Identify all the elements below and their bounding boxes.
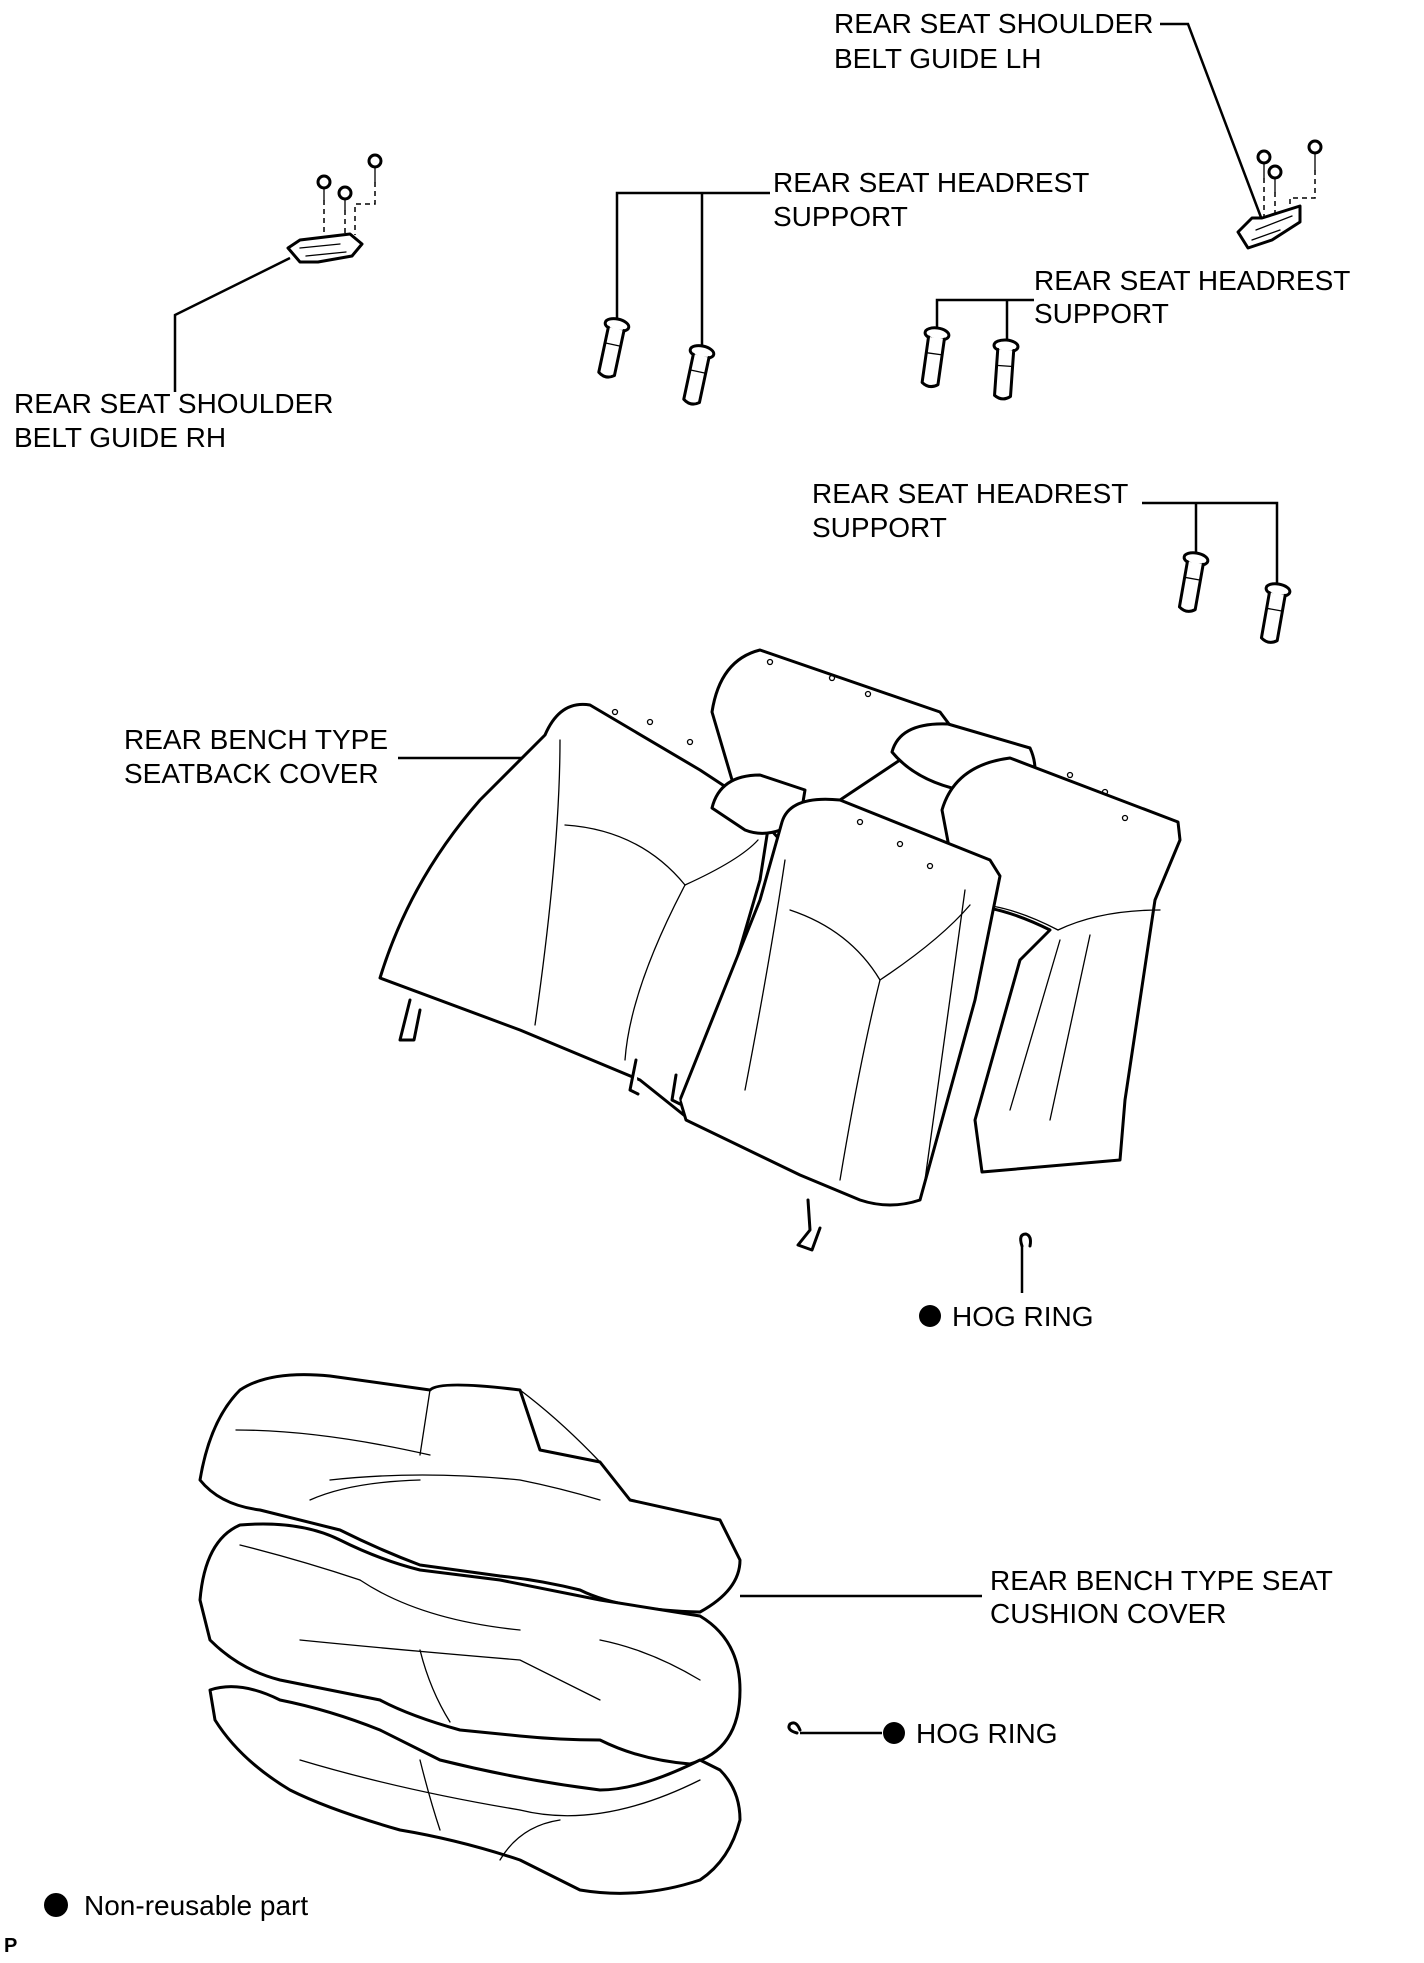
- headrest-support-c-parts: [1177, 551, 1292, 644]
- svg-text:REAR SEAT SHOULDER: REAR SEAT SHOULDER: [834, 8, 1153, 39]
- hog-ring-upper-part: [1019, 1232, 1032, 1248]
- hog-ring-lower-part: [787, 1721, 802, 1735]
- corner-code: P: [4, 1935, 17, 1957]
- leader-headrest-support-c: [1142, 501, 1279, 585]
- non-reusable-icon-upper: [919, 1305, 941, 1327]
- leader-headrest-support-b: [935, 298, 1034, 328]
- non-reusable-legend-icon: [44, 1893, 68, 1917]
- leader-headrest-support-a: [615, 191, 770, 318]
- label-headrest-support-c: REAR SEAT HEADREST SUPPORT: [812, 478, 1128, 543]
- svg-text:SUPPORT: SUPPORT: [812, 512, 947, 543]
- headrest-support-a-parts: [597, 317, 716, 406]
- belt-guide-rh-screws: [316, 153, 383, 240]
- svg-text:REAR SEAT HEADREST: REAR SEAT HEADREST: [773, 167, 1089, 198]
- seat-cushion-cover-part: [198, 1373, 742, 1895]
- leader-belt-guide-lh: [1160, 22, 1264, 221]
- label-headrest-support-b: REAR SEAT HEADREST SUPPORT: [1034, 265, 1350, 329]
- svg-text:REAR BENCH TYPE: REAR BENCH TYPE: [124, 724, 388, 755]
- legend-non-reusable-text: Non-reusable part: [84, 1890, 308, 1921]
- label-headrest-support-a: REAR SEAT HEADREST SUPPORT: [773, 167, 1089, 232]
- legend: Non-reusable part: [44, 1890, 308, 1921]
- non-reusable-icon-lower: [883, 1722, 905, 1744]
- label-belt-guide-rh: REAR SEAT SHOULDER BELT GUIDE RH: [14, 388, 333, 453]
- label-hog-ring-lower: HOG RING: [916, 1718, 1058, 1749]
- svg-text:SUPPORT: SUPPORT: [773, 201, 908, 232]
- belt-guide-lh-part: [1236, 139, 1323, 250]
- svg-text:REAR BENCH TYPE SEAT: REAR BENCH TYPE SEAT: [990, 1565, 1333, 1596]
- svg-text:REAR SEAT HEADREST: REAR SEAT HEADREST: [812, 478, 1128, 509]
- label-cushion-cover: REAR BENCH TYPE SEAT CUSHION COVER: [990, 1565, 1333, 1629]
- svg-text:SUPPORT: SUPPORT: [1034, 298, 1169, 329]
- svg-text:SEATBACK COVER: SEATBACK COVER: [124, 758, 379, 789]
- svg-text:BELT GUIDE LH: BELT GUIDE LH: [834, 43, 1041, 74]
- headrest-support-b-parts: [920, 326, 1020, 401]
- svg-text:REAR SEAT SHOULDER: REAR SEAT SHOULDER: [14, 388, 333, 419]
- leader-belt-guide-rh: [173, 256, 291, 392]
- svg-text:CUSHION COVER: CUSHION COVER: [990, 1598, 1226, 1629]
- svg-text:BELT GUIDE RH: BELT GUIDE RH: [14, 422, 226, 453]
- label-belt-guide-lh: REAR SEAT SHOULDER BELT GUIDE LH: [834, 8, 1153, 74]
- label-hog-ring-upper: HOG RING: [952, 1301, 1094, 1332]
- seatback-cover-part: [378, 648, 1182, 1252]
- label-seatback-cover: REAR BENCH TYPE SEATBACK COVER: [124, 724, 388, 789]
- belt-guide-rh-part: [286, 153, 383, 264]
- svg-text:REAR SEAT HEADREST: REAR SEAT HEADREST: [1034, 265, 1350, 296]
